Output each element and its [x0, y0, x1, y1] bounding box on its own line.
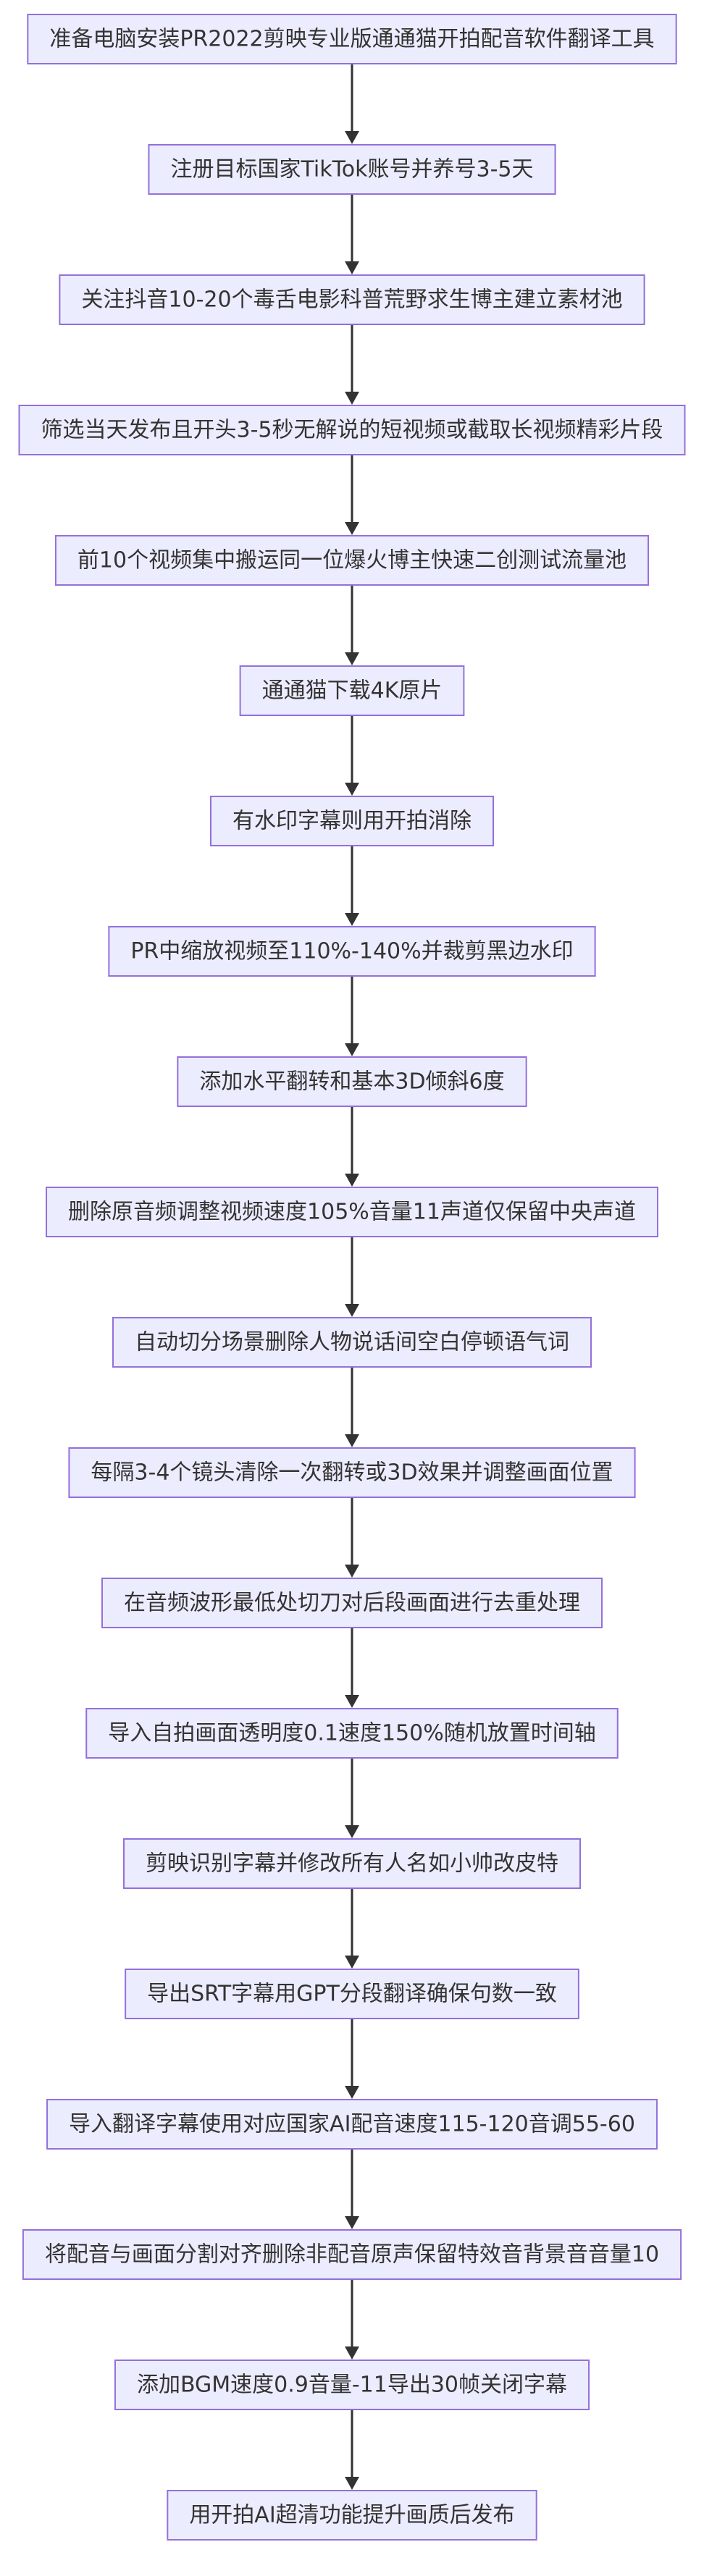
flow-arrow-head: [345, 2477, 359, 2490]
flow-arrow-head: [345, 1956, 359, 1969]
flow-step-5: 前10个视频集中搬运同一位爆火博主快速二创测试流量池: [54, 535, 650, 586]
flow-step-3: 关注抖音10-20个毒舌电影科普荒野求生博主建立素材池: [59, 274, 645, 325]
flow-arrow-head: [345, 522, 359, 535]
flow-arrow-head: [345, 1434, 359, 1447]
flow-arrow-head: [345, 1174, 359, 1187]
flow-step-box: [22, 2229, 682, 2280]
flow-arrow-head: [345, 913, 359, 926]
flow-step-label: 前10个视频集中搬运同一位爆火博主快速二创测试流量池: [77, 548, 627, 573]
flow-step-6: 通通猫下载4K原片: [239, 665, 465, 716]
flow-step-box: [46, 1187, 658, 1237]
flow-step-label: 将配音与画面分割对齐删除非配音原声保留特效音背景音音量10: [45, 2242, 659, 2268]
flow-step-16: 导出SRT字幕用GPT分段翻译确保句数一致: [125, 1969, 579, 2019]
flow-step-box: [85, 1708, 619, 1759]
flow-step-label: 每隔3-4个镜头清除一次翻转或3D效果并调整画面位置: [91, 1460, 613, 1486]
flow-step-box: [112, 1317, 592, 1368]
flow-step-label: 有水印字幕则用开拍消除: [232, 809, 472, 834]
flowchart-edges: [345, 64, 359, 2490]
flow-arrow-head: [345, 1825, 359, 1838]
flow-step-label: 筛选当天发布且开头3-5秒无解说的短视频或截取长视频精彩片段: [41, 418, 663, 443]
flow-step-box: [210, 796, 494, 846]
flowchart-nodes: 准备电脑安装PR2022剪映专业版通通猫开拍配音软件翻译工具注册目标国家TikT…: [18, 14, 686, 2541]
flow-step-label: 添加BGM速度0.9音量-11导出30帧关闭字幕: [137, 2373, 567, 2398]
flow-arrow-head: [345, 131, 359, 144]
flow-step-20: 用开拍AI超清功能提升画质后发布: [167, 2490, 537, 2541]
flow-step-7: 有水印字幕则用开拍消除: [210, 796, 494, 846]
flow-step-2: 注册目标国家TikTok账号并养号3-5天: [148, 144, 556, 195]
flow-arrow-head: [345, 1043, 359, 1056]
flow-step-1: 准备电脑安装PR2022剪映专业版通通猫开拍配音软件翻译工具: [27, 14, 677, 64]
flow-arrow-head: [345, 261, 359, 274]
flow-step-11: 自动切分场景删除人物说话间空白停顿语气词: [112, 1317, 592, 1368]
flow-step-label: 注册目标国家TikTok账号并养号3-5天: [170, 157, 533, 182]
flow-step-label: 通通猫下载4K原片: [262, 678, 443, 704]
flow-step-box: [101, 1578, 603, 1628]
flow-step-12: 每隔3-4个镜头清除一次翻转或3D效果并调整画面位置: [68, 1447, 636, 1498]
flow-step-14: 导入自拍画面透明度0.1速度150%随机放置时间轴: [85, 1708, 619, 1759]
flow-arrow-head: [345, 1565, 359, 1578]
flow-step-box: [59, 274, 645, 325]
flow-step-label: 导入自拍画面透明度0.1速度150%随机放置时间轴: [108, 1721, 595, 1746]
flow-step-box: [148, 144, 556, 195]
flow-step-box: [18, 405, 686, 455]
flow-step-19: 添加BGM速度0.9音量-11导出30帧关闭字幕: [114, 2360, 590, 2410]
flow-step-label: 准备电脑安装PR2022剪映专业版通通猫开拍配音软件翻译工具: [49, 27, 654, 52]
flow-arrow-head: [345, 1304, 359, 1317]
flow-step-9: 添加水平翻转和基本3D倾斜6度: [177, 1056, 527, 1107]
flow-step-box: [123, 1838, 581, 1889]
flow-step-box: [68, 1447, 636, 1498]
flow-step-box: [239, 665, 465, 716]
flow-step-box: [125, 1969, 579, 2019]
flow-step-label: 添加水平翻转和基本3D倾斜6度: [199, 1069, 504, 1095]
flow-step-label: 在音频波形最低处切刀对后段画面进行去重处理: [124, 1591, 580, 1616]
flow-step-label: 自动切分场景删除人物说话间空白停顿语气词: [135, 1330, 569, 1355]
flow-arrow-head: [345, 652, 359, 665]
flow-arrow-head: [345, 2086, 359, 2099]
flow-step-label: 删除原音频调整视频速度105%音量11声道仅保留中央声道: [68, 1200, 636, 1225]
flow-step-box: [114, 2360, 590, 2410]
flow-step-box: [177, 1056, 527, 1107]
flow-step-13: 在音频波形最低处切刀对后段画面进行去重处理: [101, 1578, 603, 1628]
flow-step-box: [46, 2099, 658, 2150]
flow-step-box: [108, 926, 596, 977]
flow-arrow-head: [345, 2216, 359, 2229]
flow-step-label: 导入翻译字幕使用对应国家AI配音速度115-120音调55-60: [69, 2112, 635, 2137]
flow-step-label: 用开拍AI超清功能提升画质后发布: [189, 2503, 514, 2528]
flow-step-box: [167, 2490, 537, 2541]
flow-arrow-head: [345, 783, 359, 796]
flow-step-label: 关注抖音10-20个毒舌电影科普荒野求生博主建立素材池: [81, 287, 622, 313]
flow-arrow-head: [345, 2346, 359, 2360]
flow-step-8: PR中缩放视频至110%-140%并裁剪黑边水印: [108, 926, 596, 977]
flow-step-15: 剪映识别字幕并修改所有人名如小帅改皮特: [123, 1838, 581, 1889]
flow-step-label: PR中缩放视频至110%-140%并裁剪黑边水印: [130, 939, 573, 964]
flow-step-box: [27, 14, 677, 64]
flow-step-label: 剪映识别字幕并修改所有人名如小帅改皮特: [146, 1851, 558, 1877]
flow-arrow-head: [345, 1695, 359, 1708]
flow-step-10: 删除原音频调整视频速度105%音量11声道仅保留中央声道: [46, 1187, 658, 1237]
flow-step-label: 导出SRT字幕用GPT分段翻译确保句数一致: [147, 1982, 557, 2007]
flow-arrow-head: [345, 392, 359, 405]
flow-step-17: 导入翻译字幕使用对应国家AI配音速度115-120音调55-60: [46, 2099, 658, 2150]
flow-step-18: 将配音与画面分割对齐删除非配音原声保留特效音背景音音量10: [22, 2229, 682, 2280]
flow-step-box: [54, 535, 650, 586]
flow-step-4: 筛选当天发布且开头3-5秒无解说的短视频或截取长视频精彩片段: [18, 405, 686, 455]
